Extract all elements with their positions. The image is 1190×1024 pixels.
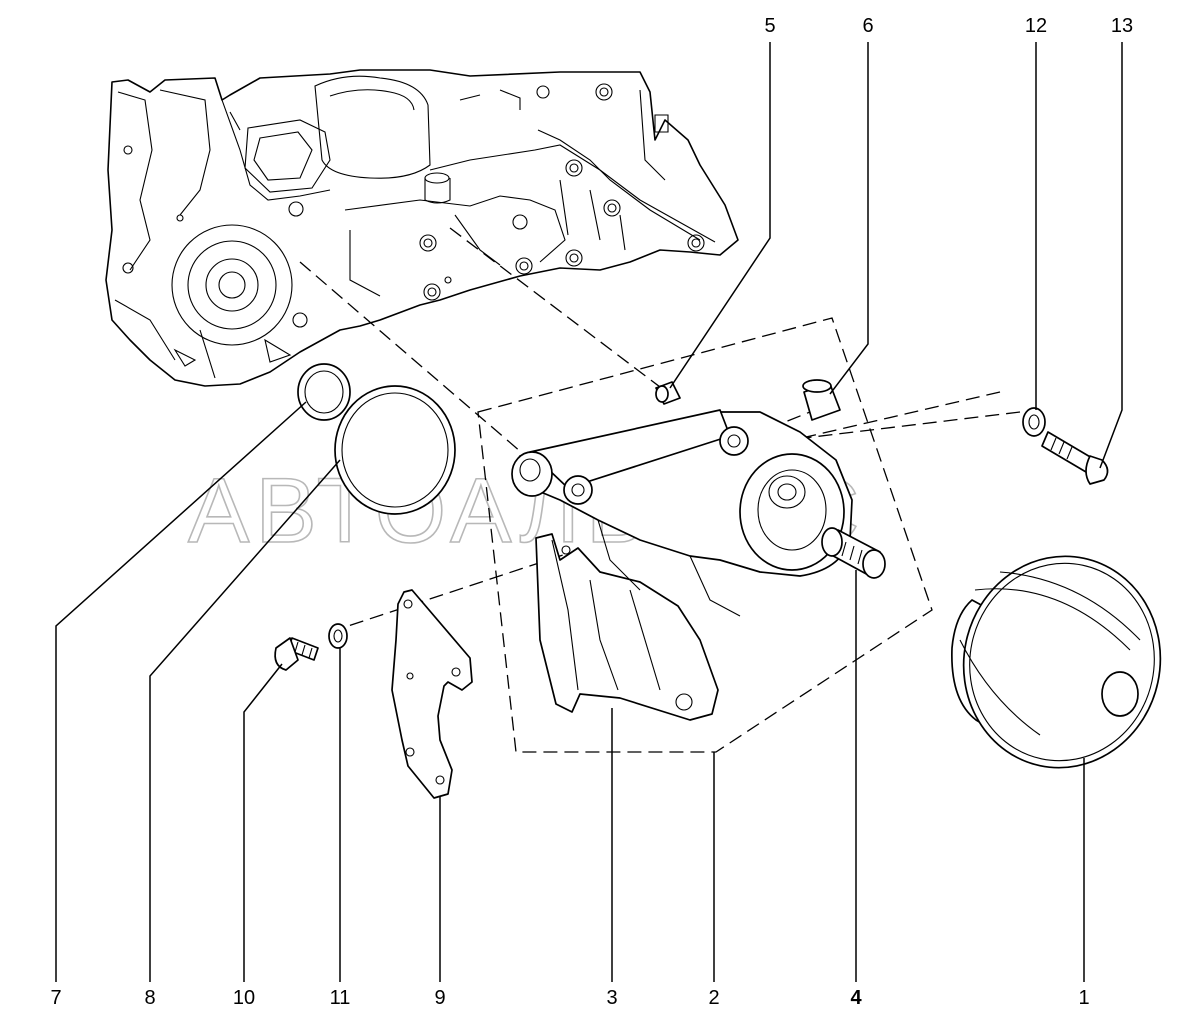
callout-2: 2 bbox=[708, 987, 719, 1009]
callout-5: 5 bbox=[764, 15, 775, 37]
threaded-nipple bbox=[821, 527, 886, 579]
oil-filter-bracket bbox=[511, 409, 853, 721]
callout-9: 9 bbox=[434, 987, 445, 1009]
mounting-plate bbox=[391, 589, 473, 799]
callout-10: 10 bbox=[233, 987, 255, 1009]
callout-3: 3 bbox=[606, 987, 617, 1009]
callout-labels: 5 6 12 13 7 8 10 11 9 3 2 4 1 bbox=[50, 15, 1133, 1009]
engine-block bbox=[105, 69, 739, 387]
washer-11 bbox=[328, 623, 348, 649]
callout-12: 12 bbox=[1025, 15, 1047, 37]
assembly-outline bbox=[477, 317, 933, 753]
callout-4: 4 bbox=[850, 987, 862, 1009]
callout-8: 8 bbox=[144, 987, 155, 1009]
callout-6: 6 bbox=[862, 15, 873, 37]
dowel-sleeve bbox=[655, 381, 681, 405]
plug bbox=[802, 379, 841, 421]
washer-12 bbox=[1022, 407, 1046, 437]
callout-13: 13 bbox=[1111, 15, 1133, 37]
oil-filter bbox=[951, 555, 1162, 769]
callout-1: 1 bbox=[1078, 987, 1089, 1009]
seal-ring-small bbox=[297, 363, 351, 421]
o-ring-large bbox=[334, 385, 456, 515]
callout-7: 7 bbox=[50, 987, 61, 1009]
bolt-10 bbox=[274, 637, 319, 671]
leader-lines bbox=[55, 42, 1123, 982]
callout-11: 11 bbox=[330, 987, 351, 1009]
bolt-13 bbox=[1041, 431, 1109, 485]
